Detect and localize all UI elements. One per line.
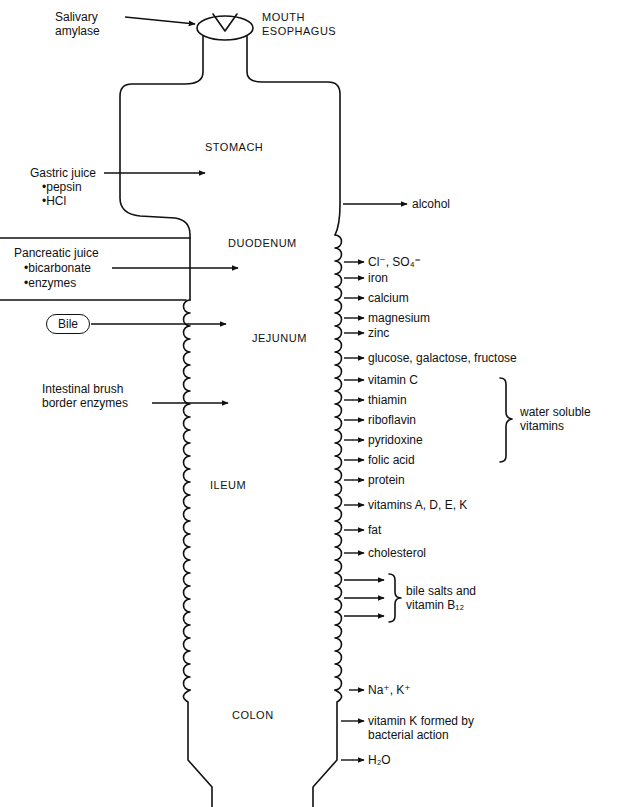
absorption-label: cholesterol bbox=[368, 546, 426, 560]
pancreatic-duct bbox=[0, 237, 190, 239]
colon-right-wall bbox=[313, 690, 342, 807]
node-text: Bile bbox=[58, 317, 78, 331]
arrow bbox=[344, 552, 364, 553]
arrow bbox=[344, 597, 384, 598]
arrow bbox=[344, 579, 384, 580]
absorption-label: iron bbox=[368, 271, 388, 285]
arrow bbox=[344, 399, 364, 400]
absorption-label: calcium bbox=[368, 291, 409, 305]
region-label: STOMACH bbox=[205, 140, 263, 154]
arrow bbox=[343, 203, 407, 204]
absorption-label: Cl⁻, SO₄⁼ bbox=[368, 255, 421, 269]
absorption-label: thiamin bbox=[368, 393, 407, 407]
absorption-label: fat bbox=[368, 523, 381, 537]
arrow bbox=[344, 379, 364, 380]
arrow bbox=[341, 759, 364, 760]
absorption-label: protein bbox=[368, 473, 405, 487]
mouth-mark bbox=[213, 14, 237, 31]
region-label: JEJUNUM bbox=[252, 331, 307, 345]
secretion-label: Gastric juice bbox=[30, 166, 96, 180]
mouth-outline bbox=[197, 16, 253, 40]
group-label: water soluble vitamins bbox=[520, 405, 610, 433]
secretion-label: Intestinal brush border enzymes bbox=[42, 382, 147, 410]
stomach-right-wall bbox=[247, 36, 340, 235]
group-label: bile salts and vitamin B₁₂ bbox=[406, 584, 498, 612]
arrow bbox=[125, 17, 195, 24]
arrow bbox=[91, 323, 226, 324]
region-label: DUODENUM bbox=[228, 236, 297, 250]
arrow bbox=[344, 261, 364, 262]
arrow bbox=[344, 277, 364, 278]
absorption-label: Na⁺, K⁺ bbox=[368, 683, 411, 697]
absorption-label: vitamins A, D, E, K bbox=[368, 498, 467, 512]
region-label: ILEUM bbox=[210, 478, 246, 492]
arrow bbox=[152, 402, 228, 403]
secretion-label: Pancreatic juice bbox=[14, 246, 99, 260]
colon-left-wall bbox=[183, 690, 212, 807]
arrow bbox=[344, 297, 364, 298]
arrow bbox=[341, 720, 364, 721]
absorption-label: zinc bbox=[368, 326, 389, 340]
bracket bbox=[500, 378, 512, 462]
arrow bbox=[344, 419, 364, 420]
arrow bbox=[344, 357, 364, 358]
intestine-left-wall bbox=[184, 300, 191, 690]
arrow bbox=[344, 529, 364, 530]
arrow bbox=[344, 439, 364, 440]
intestine-right-wall bbox=[335, 235, 342, 690]
absorption-label: magnesium bbox=[368, 311, 430, 325]
absorption-label: H₂O bbox=[368, 753, 391, 767]
arrow bbox=[344, 504, 364, 505]
absorption-label: vitamin K formed by bacterial action bbox=[368, 714, 493, 742]
absorption-label: riboflavin bbox=[368, 413, 416, 427]
absorption-label: alcohol bbox=[412, 197, 450, 211]
absorption-label: vitamin C bbox=[368, 373, 418, 387]
region-label: COLON bbox=[232, 708, 274, 722]
secretion-label: •bicarbonate bbox=[24, 261, 91, 275]
arrow bbox=[344, 479, 364, 480]
absorption-label: folic acid bbox=[368, 453, 415, 467]
secretion-label: •enzymes bbox=[24, 276, 76, 290]
absorption-label: glucose, galactose, fructose bbox=[368, 351, 517, 365]
arrow bbox=[104, 172, 205, 173]
secretion-label: •pepsin bbox=[42, 180, 82, 194]
bracket bbox=[389, 574, 401, 622]
arrow bbox=[344, 317, 364, 318]
arrow bbox=[344, 615, 384, 616]
secretion-label: •HCl bbox=[42, 194, 66, 208]
region-label: MOUTH ESOPHAGUS bbox=[262, 10, 342, 38]
absorption-label: pyridoxine bbox=[368, 433, 423, 447]
secretion-label: Salivary amylase bbox=[55, 10, 117, 38]
arrow bbox=[344, 459, 364, 460]
arrow bbox=[112, 267, 238, 268]
stomach-left-wall bbox=[120, 36, 203, 300]
arrow bbox=[344, 332, 364, 333]
pancreatic-duct bbox=[0, 299, 186, 301]
gallbladder-box: Bile bbox=[46, 314, 90, 334]
arrow bbox=[349, 689, 364, 690]
